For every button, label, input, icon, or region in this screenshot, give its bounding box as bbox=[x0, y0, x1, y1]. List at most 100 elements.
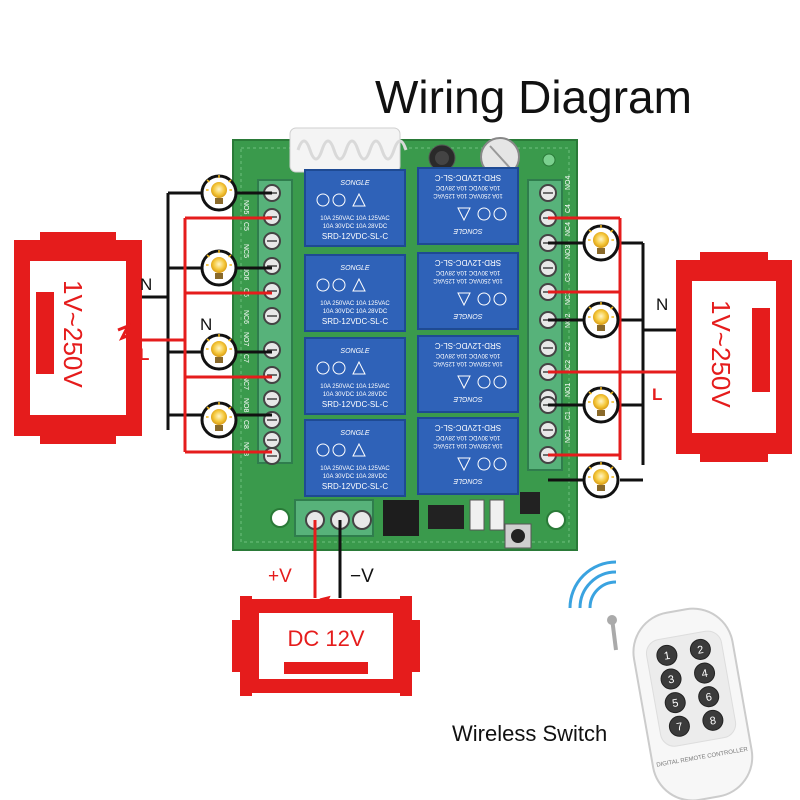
signal-wave-icon bbox=[578, 570, 617, 609]
remote-button-label: 3 bbox=[667, 674, 675, 687]
remote-button-3[interactable]: 3 bbox=[659, 667, 682, 690]
dc-supply-wiring bbox=[313, 520, 342, 598]
terminal-label-right: NC1 bbox=[565, 429, 572, 443]
relay-rating-2: 10A 30VDC 10A 28VDC bbox=[435, 269, 500, 275]
terminal-label-left: C5 bbox=[242, 222, 249, 231]
relay-model: SRD-12VDC-SL-C bbox=[435, 341, 501, 350]
remote-button-label: 8 bbox=[709, 715, 717, 728]
relay-rating-1: 10A 250VAC 10A 125VAC bbox=[433, 277, 503, 283]
terminal-label-left: NO8 bbox=[242, 398, 249, 413]
battery-bar bbox=[36, 292, 54, 374]
remote-button-8[interactable]: 8 bbox=[701, 709, 724, 732]
relay-rating-1: 10A 250VAC 10A 125VAC bbox=[320, 216, 390, 222]
left-mains-supply: 1V~250V bbox=[14, 232, 142, 444]
dc-supply: DC 12V bbox=[232, 595, 420, 696]
ic-chip-icon bbox=[428, 505, 464, 529]
light-bulb-icon bbox=[200, 401, 238, 439]
relay-rating-1: 10A 250VAC 10A 125VAC bbox=[320, 466, 390, 472]
push-button-cap-icon bbox=[511, 529, 525, 543]
terminal-label-right: NC4 bbox=[565, 222, 572, 236]
terminal-label-right: C1 bbox=[565, 411, 572, 420]
terminal-label-left: NC5 bbox=[242, 244, 249, 258]
terminal-label-left: C8 bbox=[242, 420, 249, 429]
signal-wave-icon bbox=[588, 580, 617, 609]
light-bulb-icon bbox=[200, 249, 238, 287]
right-neutral-label: N bbox=[656, 295, 668, 314]
right-wiring bbox=[548, 216, 680, 482]
terminal-labels: NO5C5NC5NO6C6NC6NO7C7NC7NO8C8NC8NO4C4NC4… bbox=[242, 176, 572, 457]
terminal-label-right: NO3 bbox=[565, 245, 572, 260]
left-wiring bbox=[125, 191, 272, 454]
remote-button-label: 4 bbox=[701, 668, 709, 681]
terminal-label-left: NC7 bbox=[242, 376, 249, 390]
terminal-label-right: NO4 bbox=[565, 176, 572, 191]
wireless-switch-label: Wireless Switch bbox=[452, 721, 608, 746]
relay-6: SONGLE 10A 250VAC 10A 125VAC 10A 30VDC 10A… bbox=[417, 252, 519, 330]
remote-button-label: 5 bbox=[671, 697, 679, 710]
terminal-label-right: C4 bbox=[565, 204, 572, 213]
relay-rating-1: 10A 250VAC 10A 125VAC bbox=[320, 301, 390, 307]
mount-hole-icon bbox=[270, 508, 290, 528]
relay-rating-1: 10A 250VAC 10A 125VAC bbox=[433, 360, 503, 366]
terminal-label-left: NC6 bbox=[242, 310, 249, 324]
dc-supply-label: DC 12V bbox=[287, 626, 364, 651]
relay-rating-2: 10A 30VDC 10A 28VDC bbox=[435, 352, 500, 358]
right-supply-label: 1V~250V bbox=[706, 300, 736, 408]
relay-rating-2: 10A 30VDC 10A 28VDC bbox=[323, 392, 388, 398]
left-supply-label: 1V~250V bbox=[58, 280, 88, 388]
remote-button-5[interactable]: 5 bbox=[664, 691, 687, 714]
relay-rating-2: 10A 30VDC 10A 28VDC bbox=[435, 184, 500, 190]
light-bulb-icon bbox=[582, 461, 620, 499]
remote-button-4[interactable]: 4 bbox=[693, 661, 716, 684]
remote-button-2[interactable]: 2 bbox=[689, 638, 712, 661]
relay-group: SONGLE 10A 250VAC 10A 125VAC 10A 30VDC 10A… bbox=[304, 167, 519, 497]
remote-button-1[interactable]: 1 bbox=[655, 644, 678, 667]
remote-button-label: 1 bbox=[663, 650, 671, 663]
relay-rating-1: 10A 250VAC 10A 125VAC bbox=[433, 192, 503, 198]
resistor-icon bbox=[489, 499, 505, 531]
remote-button-label: 7 bbox=[676, 721, 684, 734]
remote-button-label: 6 bbox=[705, 691, 713, 704]
terminal-label-left: C7 bbox=[242, 354, 249, 363]
relay-model: SRD-12VDC-SL-C bbox=[435, 173, 501, 182]
terminal-label-right: NO1 bbox=[565, 383, 572, 398]
right-mains-supply: 1V~250V bbox=[676, 252, 792, 462]
battery-bar bbox=[752, 308, 770, 392]
jumper-icon bbox=[520, 492, 540, 514]
terminal-label-left: NO6 bbox=[242, 266, 249, 281]
relay-model: SRD-12VDC-SL-C bbox=[322, 400, 388, 409]
power-screw-extra bbox=[352, 510, 372, 530]
relay-5: SONGLE 10A 250VAC 10A 125VAC 10A 30VDC 10A… bbox=[417, 167, 519, 245]
relay-brand: SONGLE bbox=[453, 477, 483, 484]
relay-model: SRD-12VDC-SL-C bbox=[322, 232, 388, 241]
dc-minus-label: −V bbox=[350, 566, 374, 587]
light-bulb-icon bbox=[582, 224, 620, 262]
antenna-coil-icon bbox=[289, 127, 408, 173]
relay-rating-1: 10A 250VAC 10A 125VAC bbox=[320, 384, 390, 390]
remote-button-6[interactable]: 6 bbox=[697, 685, 720, 708]
relay-model: SRD-12VDC-SL-C bbox=[322, 482, 388, 491]
relay-rating-2: 10A 30VDC 10A 28VDC bbox=[323, 309, 388, 315]
antenna-tip-icon bbox=[607, 615, 617, 625]
left-neutral-label-2: N bbox=[200, 315, 212, 334]
battery-bar bbox=[284, 662, 368, 674]
relay-brand: SONGLE bbox=[453, 227, 483, 234]
terminal-label-left: NO5 bbox=[242, 200, 249, 215]
resistor-icon bbox=[469, 499, 485, 531]
relay-model: SRD-12VDC-SL-C bbox=[322, 317, 388, 326]
diagram-title: Wiring Diagram bbox=[375, 71, 692, 123]
ic-chip-icon bbox=[383, 500, 419, 536]
left-live-label: L bbox=[139, 345, 149, 364]
left-neutral-label: N bbox=[140, 275, 152, 294]
relay-brand: SONGLE bbox=[453, 312, 483, 319]
dc-plus-label: +V bbox=[268, 566, 292, 587]
remote-button-7[interactable]: 7 bbox=[668, 715, 691, 738]
relay-rating-2: 10A 30VDC 10A 28VDC bbox=[323, 224, 388, 230]
remote-buttons: 1 2 3 4 5 6 7 8 bbox=[655, 638, 724, 738]
